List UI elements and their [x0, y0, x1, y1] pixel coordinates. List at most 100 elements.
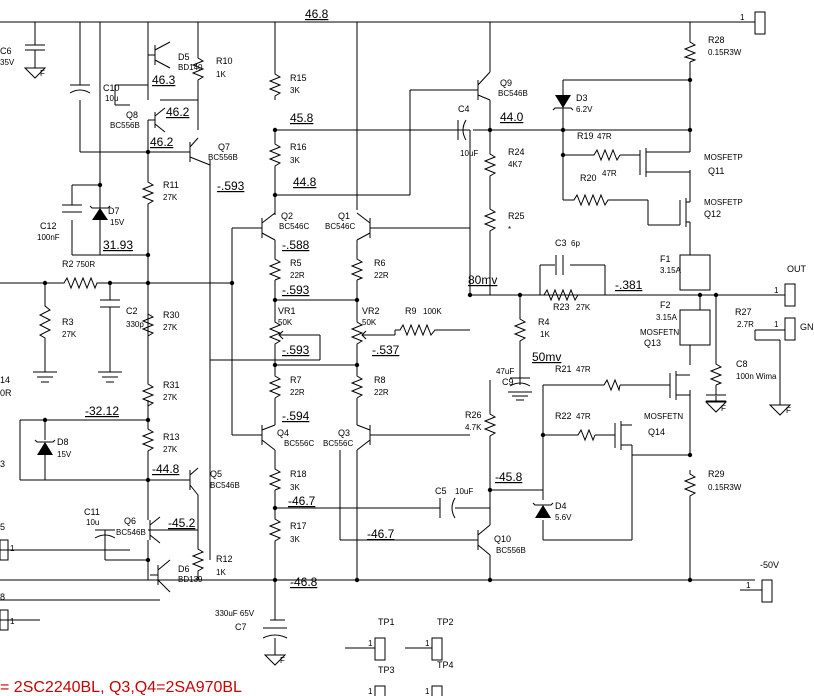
resistor-r11: [141, 178, 155, 208]
label-c4-ref: C4: [458, 104, 470, 114]
label-d4-val: 5.6V: [555, 513, 572, 522]
resistor-r31: [141, 380, 155, 410]
label-q4-val: BC556C: [284, 439, 314, 448]
voltage-n537: -.537: [372, 343, 400, 357]
label-d7-ref: D7: [108, 206, 120, 216]
label-neg-rail-pin: 1: [746, 581, 751, 590]
connector-pos-rail: [754, 11, 766, 35]
label-c12-ref: C12: [40, 221, 57, 231]
label-p5: 5: [0, 522, 5, 532]
pot-vr1: [268, 310, 282, 365]
mosfet-q13: [669, 371, 690, 400]
resistor-r7: [268, 372, 282, 399]
junction-dots: [42, 77, 719, 583]
connector-left-8: [0, 609, 9, 631]
voltage-top-rail: 46.8: [305, 7, 329, 21]
label-r22-val: 47R: [576, 412, 591, 421]
label-r13-val: 27K: [163, 445, 178, 454]
label-r16-ref: R16: [290, 142, 307, 152]
voltage-31-93: 31.93: [103, 238, 133, 252]
label-q12-ref: Q12: [704, 209, 721, 219]
label-c8-val: 100n Wima: [736, 372, 777, 381]
label-q12-val: MOSFETP: [704, 198, 743, 207]
voltage-n45-2: -45.2: [168, 516, 196, 530]
ground-c2: [98, 371, 122, 383]
label-r2-val: 750R: [76, 260, 95, 269]
voltage-46-2: 46.2: [166, 105, 190, 119]
label-r20-ref: R20: [580, 173, 597, 183]
label-d6-val: BD139: [178, 575, 203, 584]
ground-symbols: [23, 67, 792, 666]
label-pin1b: 1: [10, 617, 15, 626]
label-r9-val: 100K: [423, 307, 442, 316]
ground-label-gnd: F: [786, 406, 791, 415]
label-q14-ref: Q14: [648, 427, 665, 437]
label-tp1-pin: 1: [368, 639, 373, 648]
voltage-50mv: 50mv: [532, 350, 561, 364]
resistor-r18: [268, 465, 282, 491]
resistor-r30: [141, 310, 155, 350]
label-r15-val: 3K: [290, 86, 300, 95]
label-r18-ref: R18: [290, 469, 307, 479]
label-r25-ref: R25: [508, 211, 525, 221]
resistor-r25: [483, 205, 497, 240]
label-q10-val: BC556B: [496, 546, 526, 555]
label-vr2-val: 50K: [362, 318, 377, 327]
capacitor-c11: [94, 529, 116, 539]
label-r5-ref: R5: [290, 258, 302, 268]
label-f1-val: 3.15A: [660, 266, 682, 275]
label-c2-ref: C2: [126, 306, 138, 316]
connector-left-5: [0, 539, 9, 561]
label-r4-val: 1K: [540, 330, 550, 339]
label-r2-ref: R2: [62, 259, 74, 269]
connectors: [0, 11, 796, 696]
label-r26-ref: R26: [465, 410, 482, 420]
resistor-r15: [268, 70, 282, 100]
connector-tp3: [374, 685, 386, 696]
label-gnd-pin: 1: [774, 320, 779, 329]
resistor-r20: [570, 193, 610, 207]
label-tp2: TP2: [437, 617, 454, 627]
resistor-r16: [268, 140, 282, 175]
label-f2-val: 3.15A: [656, 313, 678, 322]
connector-tp1: [374, 637, 386, 661]
fuse-f1: [679, 254, 711, 291]
label-q6-ref: Q6: [124, 516, 136, 526]
resistor-r8: [350, 372, 364, 399]
ground-label-c7: F: [280, 656, 285, 665]
label-c6-val: 35V: [0, 58, 15, 67]
label-r19-ref: R19: [577, 131, 594, 141]
connector-tp2: [431, 637, 443, 661]
label-d3-ref: D3: [576, 93, 588, 103]
transistor-q4: [261, 424, 276, 451]
label-c7-ref: C7: [235, 622, 247, 632]
resistor-r27: [709, 360, 723, 386]
label-q11-ref: Q11: [708, 166, 724, 176]
label-r21-ref: R21: [555, 364, 572, 374]
voltage-45-8: 45.8: [290, 111, 314, 125]
wires: [0, 21, 781, 621]
label-d8-ref: D8: [57, 437, 69, 447]
label-r6-ref: R6: [374, 258, 386, 268]
label-r21-val: 47R: [576, 365, 591, 374]
transistor-q2: [261, 212, 276, 241]
label-r31-ref: R31: [163, 380, 180, 390]
label-r29-val: 0.15R3W: [708, 483, 742, 492]
resistor-r21: [600, 378, 621, 392]
resistor-r12: [191, 545, 205, 575]
label-q13-val: MOSFETN: [640, 328, 679, 337]
transistors: [148, 41, 491, 593]
label-r12-ref: R12: [216, 554, 233, 564]
voltage-n593a: -.593: [217, 179, 245, 193]
label-r7-ref: R7: [290, 375, 302, 385]
label-q7-ref: Q7: [218, 142, 230, 152]
label-r10-val: 1K: [216, 70, 226, 79]
label-d3-val: 6.2V: [576, 105, 593, 114]
ground-label-c8: F: [721, 404, 726, 413]
label-tp2-pin: 1: [425, 639, 430, 648]
label-q9-val: BC546B: [498, 89, 528, 98]
label-r23-val: 27K: [576, 303, 591, 312]
label-q5-val: BC546B: [210, 481, 240, 490]
capacitor-c4: [457, 119, 467, 141]
voltage-44-8: 44.8: [293, 175, 317, 189]
